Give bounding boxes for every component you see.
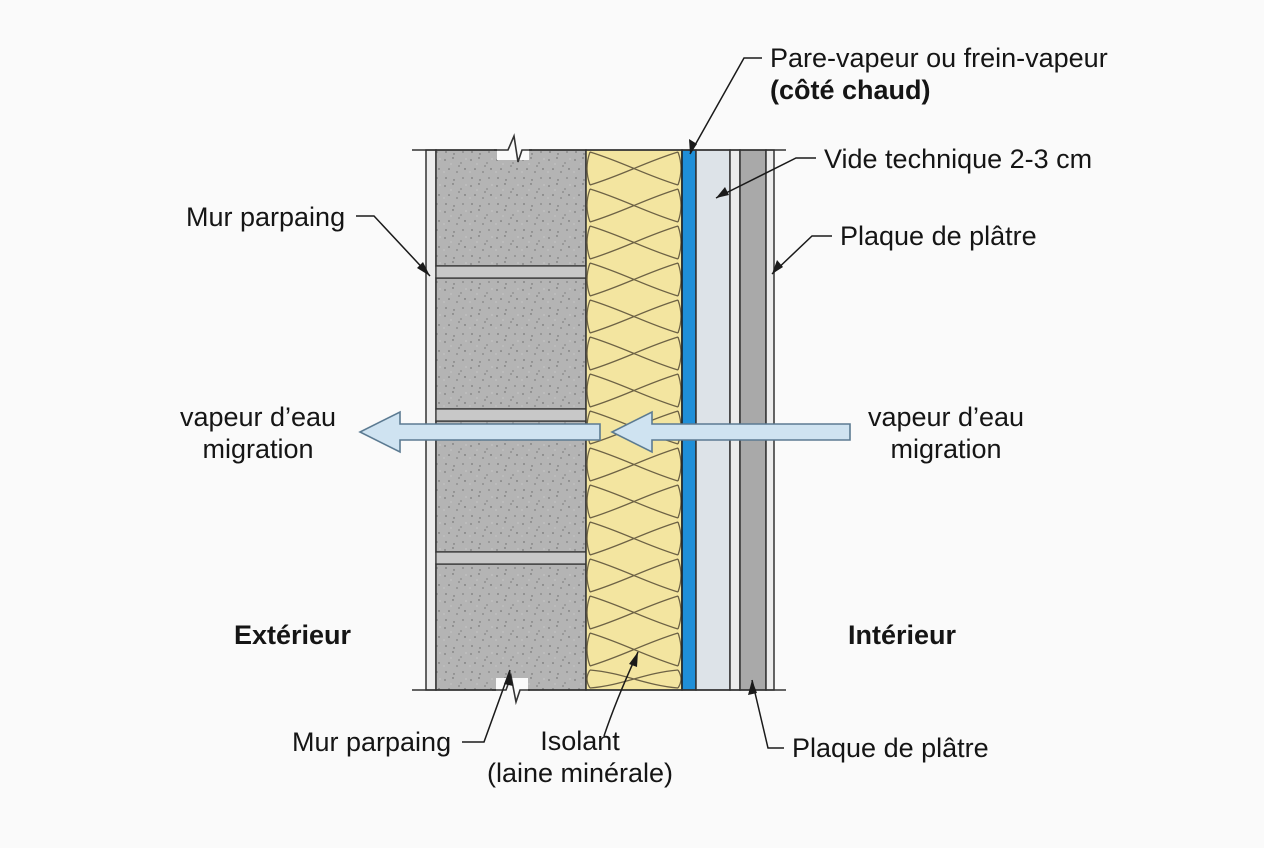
arrowhead-plasterboard-top <box>772 260 783 274</box>
mineral-wool-insulation <box>585 149 683 691</box>
concrete-block-1 <box>435 149 587 267</box>
block-wall-top-label: Mur parpaing <box>186 202 346 232</box>
leader-block-wall-top <box>356 215 431 277</box>
concrete-block-4 <box>435 563 587 691</box>
leader-technical-gap <box>715 157 816 199</box>
leader-arrowheads <box>417 139 783 695</box>
leader-vapor-barrier <box>689 57 762 155</box>
exterior-label: Extérieur <box>234 620 352 650</box>
vapor-barrier-label-line1: Pare-vapeur ou frein-vapeur <box>770 43 1108 73</box>
exterior-render-layer <box>425 149 437 691</box>
technical-air-gap <box>695 149 731 691</box>
mortar-joint-3 <box>435 551 587 565</box>
arrowhead-vapor-barrier <box>689 139 697 154</box>
interior-label: Intérieur <box>848 620 957 650</box>
arrowhead-block-wall-bottom <box>504 670 513 686</box>
vapor-barrier-label: Pare-vapeur ou frein-vapeur (côté chaud) <box>770 42 1108 106</box>
leader-plasterboard-bottom <box>751 679 784 749</box>
arrowhead-block-wall-top <box>417 262 430 276</box>
plasterboard <box>739 149 767 691</box>
arrowhead-technical-gap <box>716 187 729 198</box>
arrowhead-plasterboard-bottom <box>748 680 757 695</box>
leader-block-wall-bottom <box>462 669 511 743</box>
insulation-label-line1: Isolant <box>540 726 620 756</box>
insulation-label: Isolant (laine minérale) <box>470 725 690 789</box>
vapor-right-label: vapeur d’eau migration <box>856 401 1036 465</box>
arrowhead-insulation <box>629 652 638 667</box>
block-wall-bottom-label: Mur parpaing <box>292 727 452 757</box>
vapor-right-label-line2: migration <box>890 434 1002 464</box>
plasterboard-top-label: Plaque de plâtre <box>840 221 1037 251</box>
leader-plasterboard-top <box>771 235 832 275</box>
plasterboard-layers <box>729 149 775 691</box>
concrete-block-2 <box>435 277 587 410</box>
vapor-left-label-line1: vapeur d’eau <box>179 402 337 432</box>
vapor-arrow-left <box>358 410 601 454</box>
leader-lines <box>356 57 832 749</box>
plasterboard-bottom-label: Plaque de plâtre <box>792 733 989 763</box>
mortar-joint-1 <box>435 265 587 279</box>
insulation-label-line2: (laine minérale) <box>486 758 674 788</box>
vapor-left-label: vapeur d’eau migration <box>168 401 348 465</box>
mortar-joint-2 <box>435 408 587 422</box>
break-symbol-top <box>494 133 532 163</box>
vapor-barrier-label-line2: (côté chaud) <box>770 75 931 105</box>
concrete-block-wall <box>435 149 587 691</box>
vapor-right-label-line1: vapeur d’eau <box>867 402 1025 432</box>
technical-gap-label: Vide technique 2-3 cm <box>824 144 1093 174</box>
vapor-left-label-line2: migration <box>202 434 314 464</box>
vapor-barrier <box>681 149 697 691</box>
vapor-arrow-right <box>610 410 851 454</box>
